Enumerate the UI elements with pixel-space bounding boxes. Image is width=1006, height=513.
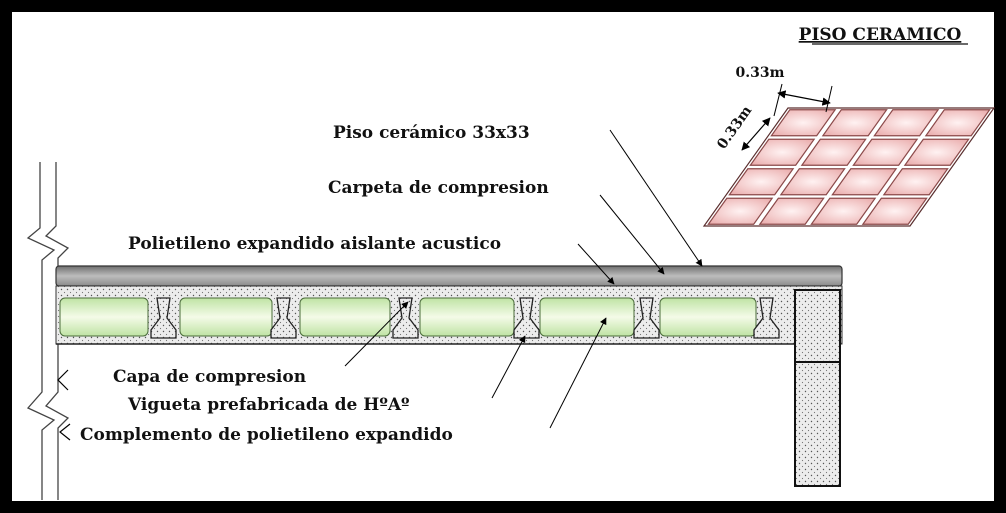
- precast-joists: [150, 297, 780, 339]
- leader-carpeta: [599, 194, 665, 275]
- ceramic-tile: [800, 138, 867, 166]
- joist: [270, 297, 297, 339]
- ceramic-tile: [810, 197, 877, 225]
- leader-vigueta: [491, 335, 526, 399]
- ceramic-tile: [882, 168, 949, 196]
- dim-ext-1: [773, 83, 783, 117]
- leader-piso: [609, 129, 703, 267]
- hollow-block: [179, 297, 273, 337]
- ceramic-tile: [852, 138, 919, 166]
- hollow-block: [659, 297, 757, 337]
- label-capa: Capa de compresion: [113, 367, 306, 387]
- hollow-blocks: [59, 297, 757, 337]
- leader-complemento: [549, 317, 607, 429]
- ceramic-tile: [873, 109, 940, 137]
- leader-capa: [344, 301, 409, 367]
- label-carpeta: Carpeta de compresion: [328, 178, 549, 198]
- ceramic-tile: [821, 109, 888, 137]
- joist: [633, 297, 660, 339]
- dim-line-height: [741, 117, 771, 151]
- ceramic-tile: [831, 168, 898, 196]
- hollow-block: [59, 297, 149, 337]
- joist: [753, 297, 780, 339]
- brick-wall: [794, 289, 841, 487]
- dim-line-width: [777, 90, 831, 106]
- label-piso: Piso cerámico 33x33: [333, 123, 530, 143]
- tile-grid-outline: [702, 107, 996, 227]
- title: PISO CERAMICO: [799, 25, 962, 45]
- ceramic-tile: [861, 197, 928, 225]
- hollow-block: [539, 297, 635, 337]
- leader-polietileno: [577, 243, 615, 285]
- ceramic-tile: [728, 168, 795, 196]
- ceramic-tile: [707, 197, 774, 225]
- tiles: [702, 107, 996, 227]
- ceramic-tile: [758, 197, 825, 225]
- joist: [150, 297, 177, 339]
- label-polietileno-aislante: Polietileno expandido aislante acustico: [128, 234, 501, 254]
- label-vigueta: Vigueta prefabricada de HºAº: [127, 395, 410, 415]
- leader-lines: [344, 129, 703, 429]
- joist: [513, 297, 540, 339]
- hollow-block: [299, 297, 391, 337]
- label-break-marks: [57, 369, 71, 441]
- tile-width-label: 0.33m: [736, 65, 785, 81]
- ceramic-tile: [770, 109, 837, 137]
- joist: [392, 297, 419, 339]
- ceramic-tile: [924, 109, 991, 137]
- label-complemento: Complemento de polietileno expandido: [80, 425, 453, 445]
- ceramic-tile: [903, 138, 970, 166]
- ceramic-tile: [779, 168, 846, 196]
- ceramic-floor-layer: [55, 265, 843, 287]
- hollow-block: [419, 297, 515, 337]
- dim-ext-2: [825, 85, 833, 113]
